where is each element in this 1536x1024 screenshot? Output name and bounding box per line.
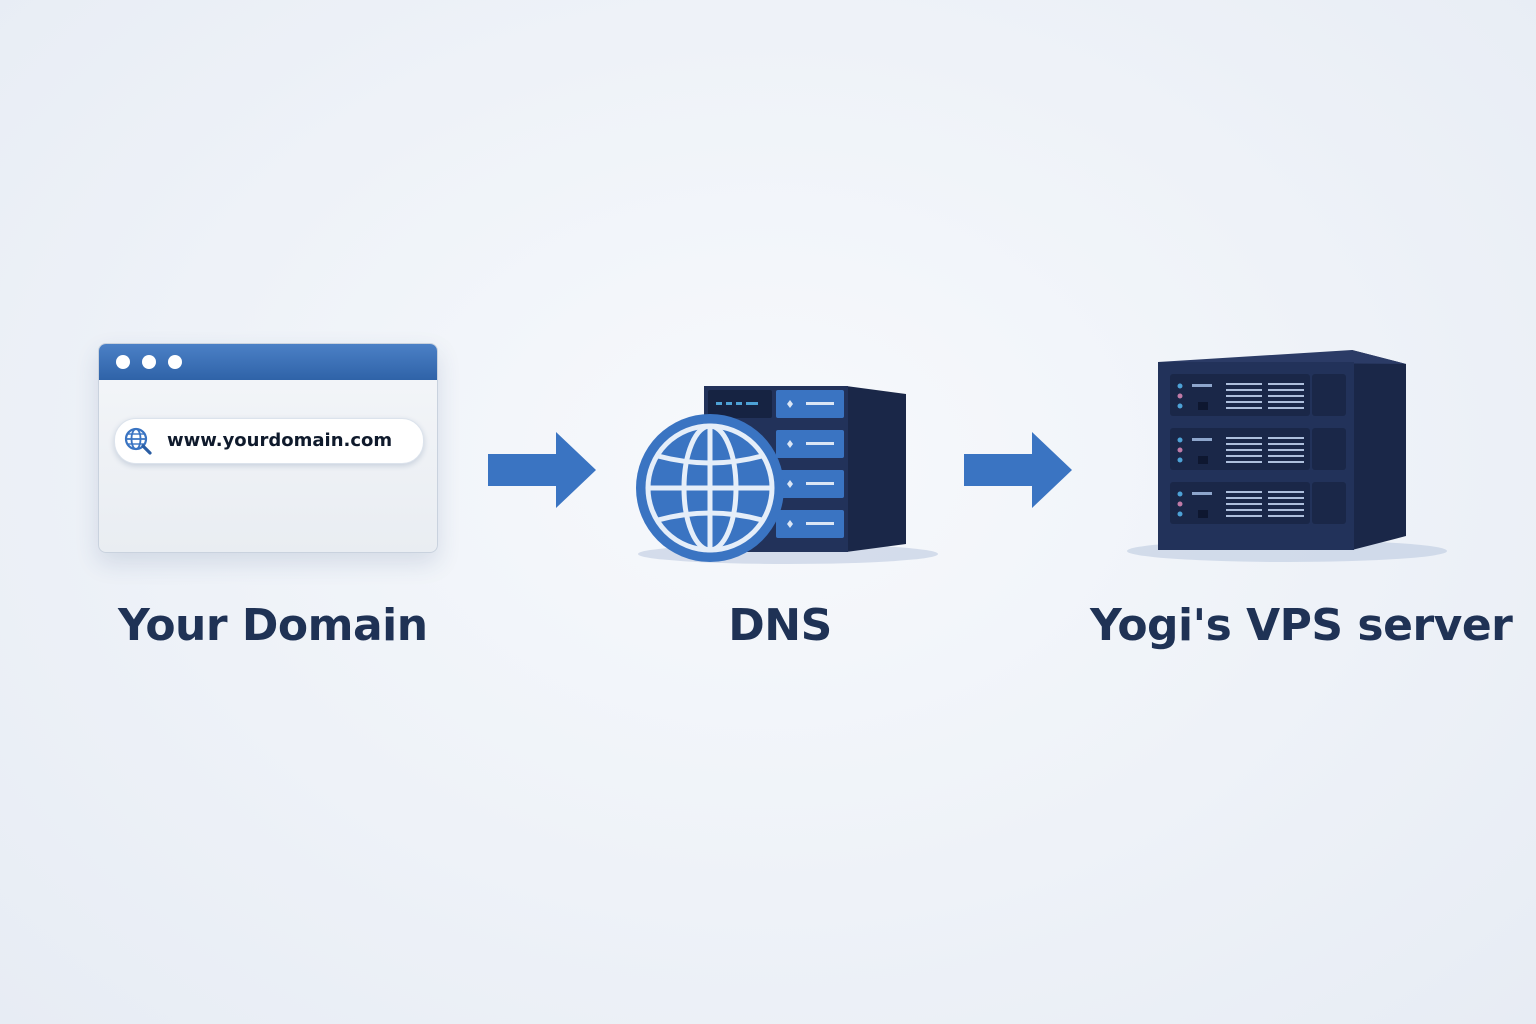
url-text: www.yourdomain.com xyxy=(167,430,393,451)
browser-window-icon: www.yourdomain.com xyxy=(98,343,438,553)
node-label-dns: DNS xyxy=(728,600,832,651)
address-bar: www.yourdomain.com xyxy=(114,418,424,464)
globe-search-icon xyxy=(124,427,152,455)
window-dot xyxy=(168,355,182,369)
arrow-right-icon xyxy=(964,432,1072,508)
server-rack-icon xyxy=(1127,350,1447,562)
arrow-right-icon xyxy=(488,432,596,508)
window-dot xyxy=(116,355,130,369)
node-label-domain: Your Domain xyxy=(118,600,428,651)
window-dot xyxy=(142,355,156,369)
browser-title-bar xyxy=(99,344,437,380)
globe-server-icon xyxy=(636,386,938,564)
node-label-vps: Yogi's VPS server xyxy=(1090,600,1513,651)
